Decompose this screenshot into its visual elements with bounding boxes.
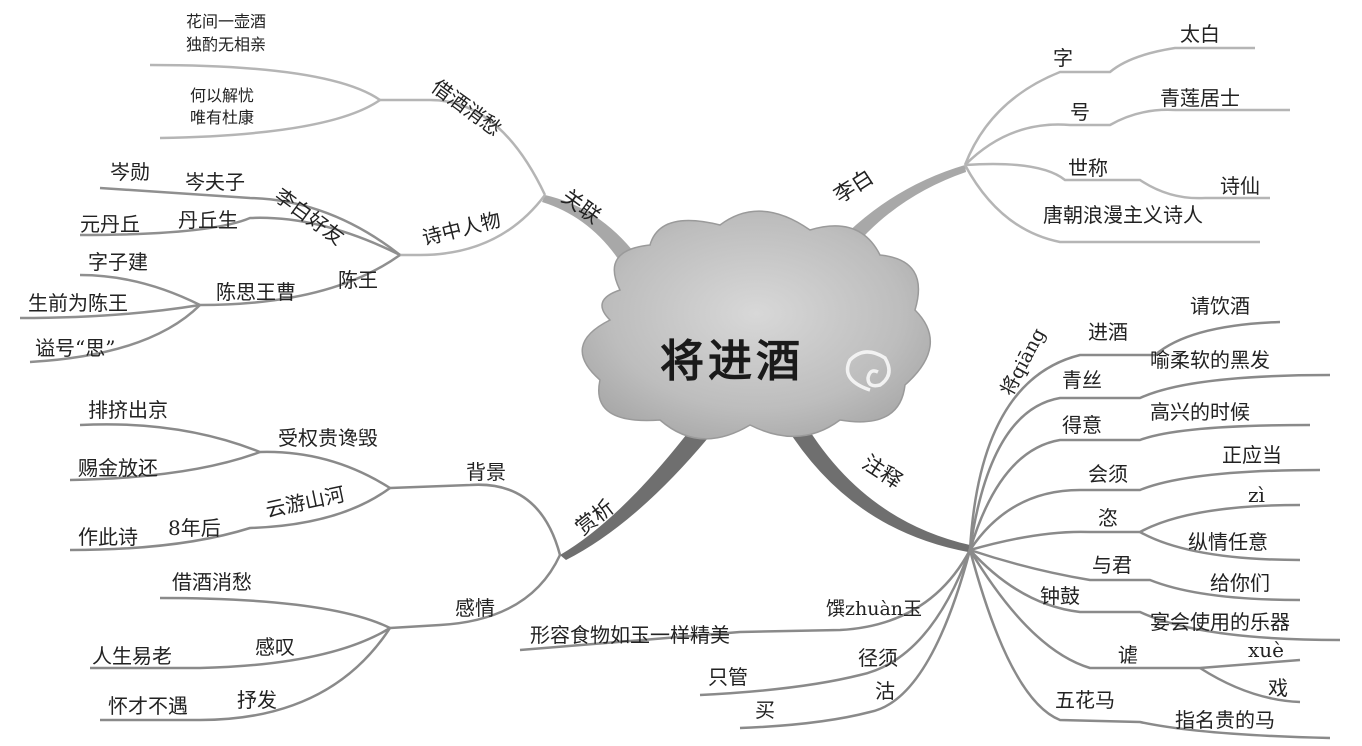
node-jingxu: 径须 — [858, 648, 898, 668]
node-huixu-value: 正应当 — [1222, 445, 1282, 465]
node-zhuan-yu: 馔zhuàn玉 — [826, 600, 922, 619]
node-cijin-fanghuan: 赐金放还 — [78, 458, 158, 478]
node-yujun-value: 给你们 — [1210, 573, 1270, 593]
node-zhuan-yu-value: 形容食物如玉一样精美 — [530, 625, 730, 645]
node-ganqing: 感情 — [455, 598, 495, 618]
node-gantan: 感叹 — [255, 637, 295, 657]
node-rensheng-yilao: 人生易老 — [92, 646, 172, 666]
node-chensi-wang: 陈思王曹 — [216, 282, 296, 302]
node-zuo-ci-shi: 作此诗 — [78, 527, 138, 547]
node-chen-wang: 陈王 — [338, 270, 378, 290]
node-gu-value: 买 — [755, 700, 775, 720]
node-yuan-danqiu: 元丹丘 — [80, 214, 140, 234]
node-deyi: 得意 — [1062, 415, 1102, 435]
node-cen-xun: 岑勋 — [110, 162, 150, 182]
node-xue-char: 谑 — [1118, 645, 1138, 665]
node-wuhuama-value: 指名贵的马 — [1175, 710, 1275, 730]
node-shengqian-chenwang: 生前为陈王 — [28, 293, 128, 313]
node-zi: 字 — [1053, 48, 1073, 68]
node-zi-pinyin: zì — [1248, 485, 1265, 505]
node-xue-value: 戏 — [1268, 678, 1288, 698]
node-zi-value: 纵情任意 — [1188, 532, 1268, 552]
poem2-line2: 唯有杜康 — [190, 106, 254, 129]
node-deyi-value: 高兴的时候 — [1150, 402, 1250, 422]
node-dan-qiusheng: 丹丘生 — [178, 210, 238, 230]
node-xue-pinyin: xuè — [1248, 640, 1284, 660]
node-shufa: 抒发 — [237, 690, 277, 710]
node-zhonggu: 钟鼓 — [1040, 586, 1080, 606]
node-huaicai-buyu: 怀才不遇 — [108, 696, 188, 716]
node-zhonggu-value: 宴会使用的乐器 — [1150, 612, 1290, 632]
node-jinjiu-value: 请饮酒 — [1190, 296, 1250, 316]
node-shou-quangui: 受权贵谗毁 — [278, 428, 378, 448]
node-tang-poet: 唐朝浪漫主义诗人 — [1043, 205, 1203, 225]
node-shicheng: 世称 — [1068, 158, 1108, 178]
node-paiji-chujing: 排挤出京 — [88, 400, 168, 420]
poem1-line2: 独酌无相亲 — [186, 33, 266, 56]
node-8-nian-hou: 8年后 — [168, 518, 221, 538]
node-zi-zijian: 字子建 — [88, 252, 148, 272]
node-jiejiu-xiaochou-2: 借酒消愁 — [172, 572, 252, 592]
center-title: 将进酒 — [660, 325, 804, 389]
node-qingsi-value: 喻柔软的黑发 — [1150, 350, 1270, 370]
node-hao: 号 — [1070, 102, 1090, 122]
poem1-line1: 花间一壶酒 — [186, 10, 266, 33]
node-cen-fuzi: 岑夫子 — [185, 172, 245, 192]
node-shicheng-value: 诗仙 — [1220, 176, 1260, 196]
node-jinjiu: 进酒 — [1088, 322, 1128, 342]
node-yujun: 与君 — [1092, 555, 1132, 575]
poem2-line1: 何以解忧 — [190, 84, 254, 107]
node-wuhuama: 五花马 — [1055, 690, 1115, 710]
node-zi-value: 太白 — [1180, 24, 1220, 44]
node-huixu: 会须 — [1088, 464, 1128, 484]
node-hao-value: 青莲居士 — [1160, 88, 1240, 108]
node-beijing: 背景 — [466, 462, 506, 482]
node-shihao-si: 谥号“思” — [35, 338, 115, 358]
node-zi-char: 恣 — [1098, 508, 1118, 528]
node-gu: 沽 — [875, 681, 895, 701]
node-qingsi: 青丝 — [1062, 370, 1102, 390]
node-jingxu-value: 只管 — [708, 667, 748, 687]
branch-shangxi-connector — [560, 430, 708, 560]
